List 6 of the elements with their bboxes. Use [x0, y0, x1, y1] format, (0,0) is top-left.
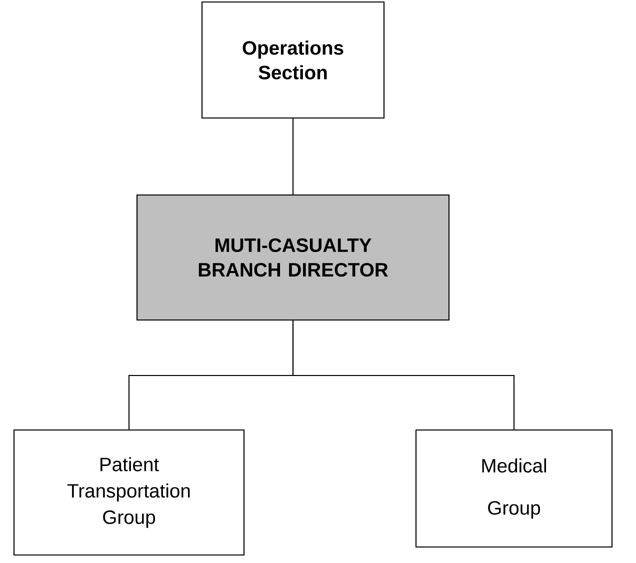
group-box: Medical Group — [415, 429, 613, 548]
director-box: MUTI-CASUALTY BRANCH DIRECTOR — [136, 194, 450, 321]
connector-line — [292, 118, 294, 194]
section-box: Operations Section — [201, 1, 385, 119]
group-box: Patient Transportation Group — [13, 429, 245, 556]
connector-line — [292, 320, 515, 430]
